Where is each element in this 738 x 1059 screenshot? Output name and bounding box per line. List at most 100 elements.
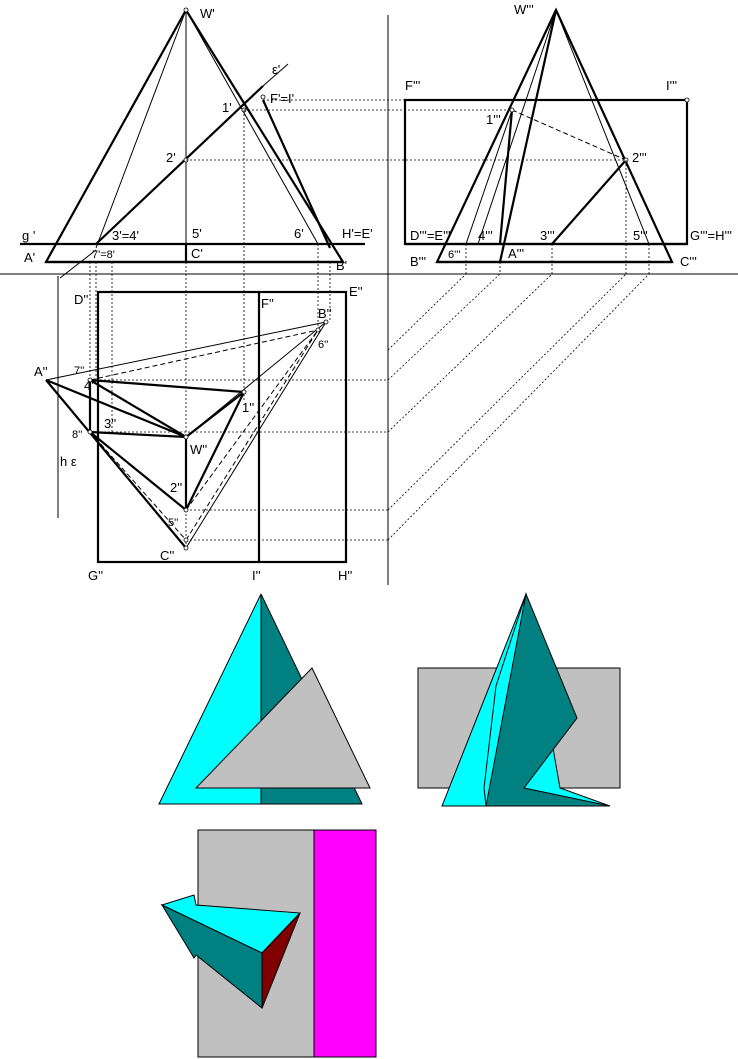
label-6-3: 6''' xyxy=(448,249,460,261)
label-5-3: 5''' xyxy=(633,228,648,243)
label-8-2: 8'' xyxy=(72,429,82,441)
plane-edge-right-front xyxy=(261,99,332,249)
label-eps1: ε' xyxy=(272,62,280,77)
label-a3: A''' xyxy=(508,246,524,261)
label-b1: B' xyxy=(336,258,347,273)
label-6-1: 6' xyxy=(294,226,304,241)
label-i2: I'' xyxy=(252,568,261,583)
label-e2: E'' xyxy=(349,284,363,299)
illustration-front xyxy=(158,593,371,805)
label-b2: B'' xyxy=(318,306,332,321)
face-teal-side xyxy=(485,592,611,807)
label-3-3: 3''' xyxy=(540,228,555,243)
label-a1: A' xyxy=(24,250,35,265)
label-2-1: 2' xyxy=(166,150,176,165)
edge-a-w-plan xyxy=(45,378,187,439)
edge-a-c-plan xyxy=(45,379,187,549)
edge-w-b-thin-front xyxy=(185,9,319,245)
edge-w-a-side xyxy=(498,9,558,263)
point-5-2 xyxy=(183,537,189,543)
label-2-3: 2''' xyxy=(632,150,647,165)
edge-a-b-plan xyxy=(45,321,327,381)
label-h-eps: h ε xyxy=(60,454,77,469)
plan-view: D'' F'' E'' B'' 6'' A'' 7'' 4'' 1'' 8'' … xyxy=(34,276,363,583)
point-7-2 xyxy=(87,377,93,383)
proj-diag-1 xyxy=(387,273,501,381)
edge-thin-2-side xyxy=(555,9,650,245)
label-d2: D'' xyxy=(74,292,88,307)
plane-rect-plan xyxy=(96,290,348,564)
front-view: W' ε' F'=I' 1' 2' g ' 3'=4' 5' 6' H'=E' … xyxy=(20,6,373,279)
hidden-5-6 xyxy=(185,329,319,541)
illustration-side xyxy=(417,592,621,807)
cut-edge-12-side xyxy=(511,109,627,161)
label-b3: B''' xyxy=(410,254,426,269)
label-c1: C' xyxy=(191,246,203,261)
edge-7-w-plan xyxy=(89,379,187,438)
face-darkred-plan xyxy=(261,912,301,1009)
point-1-2 xyxy=(241,389,247,395)
side-view: W''' F''' I''' 1''' 2''' D'''=E''' 4''' … xyxy=(403,2,732,269)
label-a2: A'' xyxy=(34,364,48,379)
eps-trace-front xyxy=(262,63,289,87)
label-1-3: 1''' xyxy=(486,112,501,127)
hidden-7-6 xyxy=(89,329,319,381)
point-2-2 xyxy=(183,507,189,513)
point-w2 xyxy=(183,434,189,440)
label-g2: G'' xyxy=(88,568,103,583)
pyramid-outline-side xyxy=(435,7,674,264)
point-1-3 xyxy=(509,107,515,113)
label-i3: I''' xyxy=(666,78,677,93)
plane-gray-front xyxy=(194,667,371,789)
proj-diag-5 xyxy=(387,273,467,351)
edge-c-b-plan xyxy=(185,321,327,549)
label-d3e3: D'''=E''' xyxy=(410,228,451,243)
proj-diag-3 xyxy=(387,273,627,511)
label-w3: W''' xyxy=(514,2,534,17)
plane-rect-side xyxy=(403,98,689,246)
label-c2: C'' xyxy=(160,548,174,563)
label-5-2: 5'' xyxy=(168,517,178,529)
label-g1: g ' xyxy=(22,228,35,243)
pyramid-outline-front xyxy=(44,7,345,264)
edge-w-a-thin-front xyxy=(95,9,187,249)
label-5-1: 5' xyxy=(192,226,202,241)
label-4-3: 4''' xyxy=(478,228,493,243)
label-h2: H'' xyxy=(338,568,352,583)
label-1-2: 1'' xyxy=(242,400,254,415)
label-h1e1: H'=E' xyxy=(342,226,373,241)
hidden-8-5 xyxy=(89,431,187,541)
label-6-2: 6'' xyxy=(318,339,328,351)
section-8-2-plan xyxy=(89,431,187,511)
cut-edge-thin-side xyxy=(465,109,513,245)
section-1-2-plan xyxy=(185,391,245,511)
edge-thin-1-side xyxy=(477,9,557,245)
label-7-2: 7'' xyxy=(74,365,84,377)
cut-edge-23-side xyxy=(551,159,627,245)
point-i3 xyxy=(684,97,690,103)
label-c3: C''' xyxy=(680,254,697,269)
section-8-w-plan xyxy=(89,430,187,439)
point-f1 xyxy=(260,94,266,100)
label-2-2: 2'' xyxy=(170,480,182,495)
label-f1i1: F'=I' xyxy=(270,91,294,106)
illustration-plan xyxy=(160,829,377,1058)
h-trace-start xyxy=(59,249,97,279)
hidden-2-6 xyxy=(185,329,319,511)
label-3-2: 3'' xyxy=(104,416,116,431)
label-w2: W'' xyxy=(190,442,207,457)
plane-trace-front xyxy=(95,85,264,245)
point-6-2 xyxy=(315,327,321,333)
point-c2 xyxy=(183,545,189,551)
label-w1: W' xyxy=(200,6,215,21)
label-f3: F''' xyxy=(405,78,420,93)
point-8-2 xyxy=(87,429,93,435)
proj-diag-4 xyxy=(387,273,650,541)
label-f2: F'' xyxy=(261,296,274,311)
plane-magenta-plan xyxy=(313,829,377,1058)
cut-edge-14-side xyxy=(498,109,514,245)
proj-diag-2 xyxy=(387,273,553,433)
point-w1 xyxy=(183,7,189,13)
